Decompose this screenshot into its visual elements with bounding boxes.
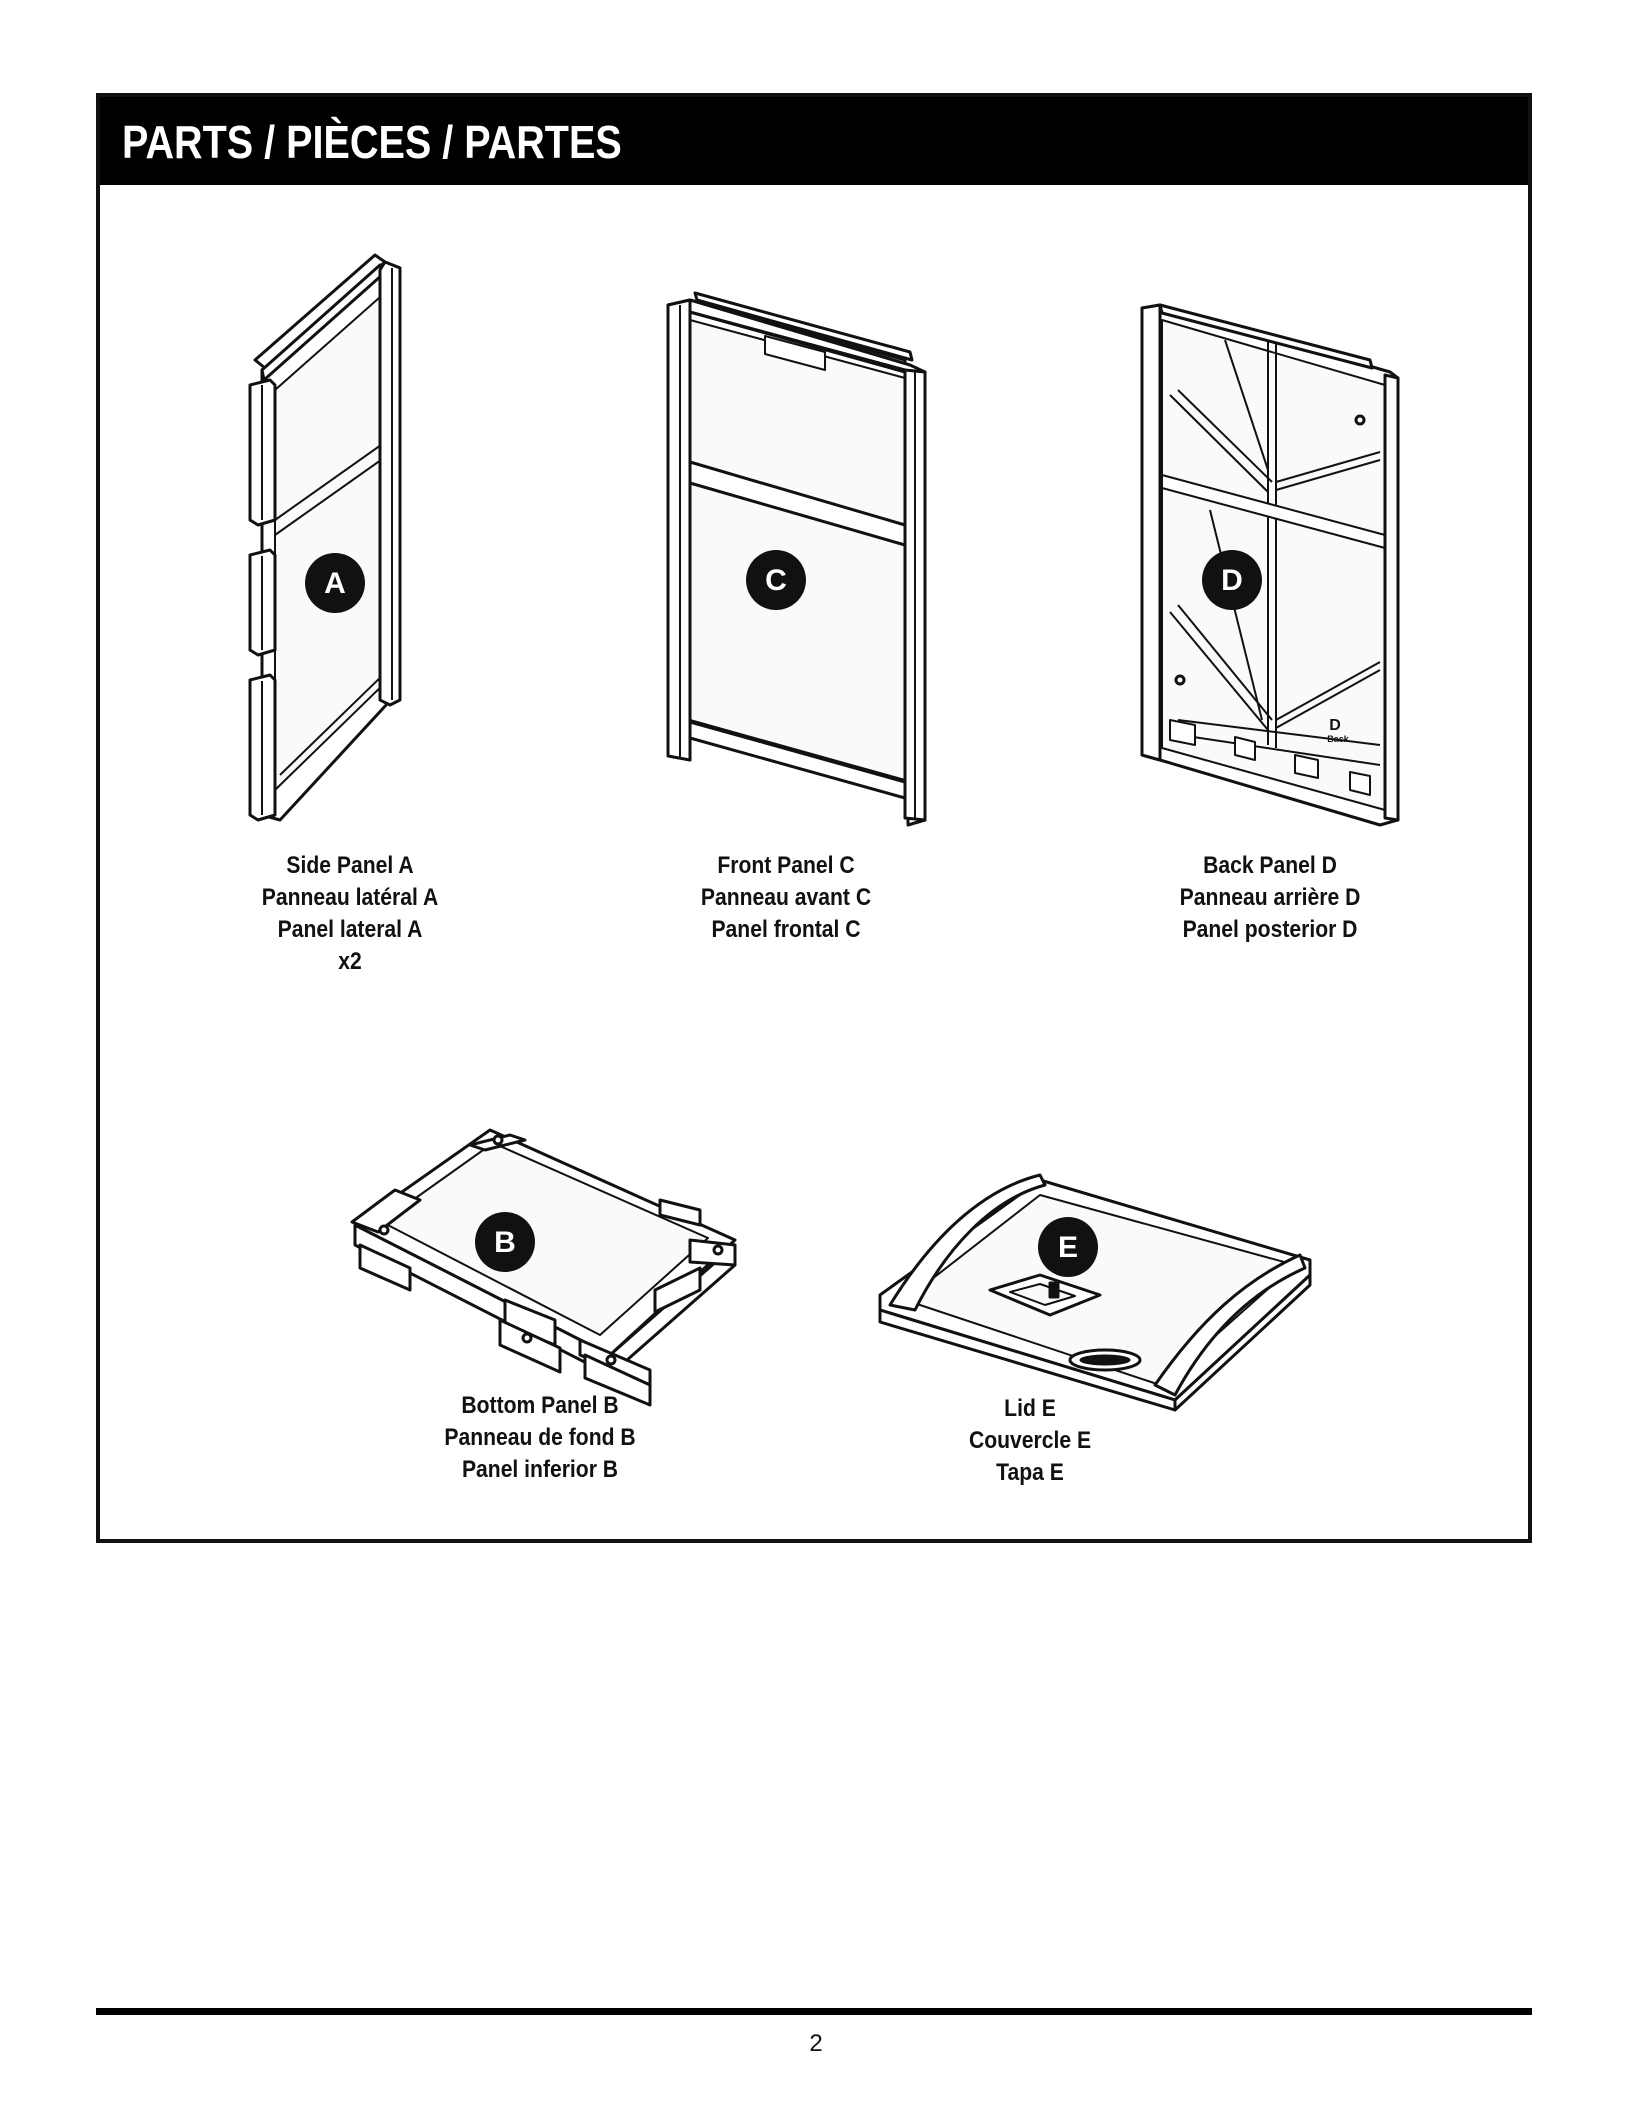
footer-rule — [96, 2008, 1532, 2015]
caption-line-en: Lid E — [898, 1393, 1162, 1425]
page-number: 2 — [0, 2030, 1632, 2058]
svg-text:E: E — [1058, 1231, 1078, 1264]
caption-line-fr: Couvercle E — [898, 1425, 1162, 1457]
badge-e: E — [1038, 1217, 1098, 1277]
caption-line-es: Tapa E — [898, 1457, 1162, 1489]
caption-lid-e: Lid E Couvercle E Tapa E — [880, 1393, 1180, 1489]
